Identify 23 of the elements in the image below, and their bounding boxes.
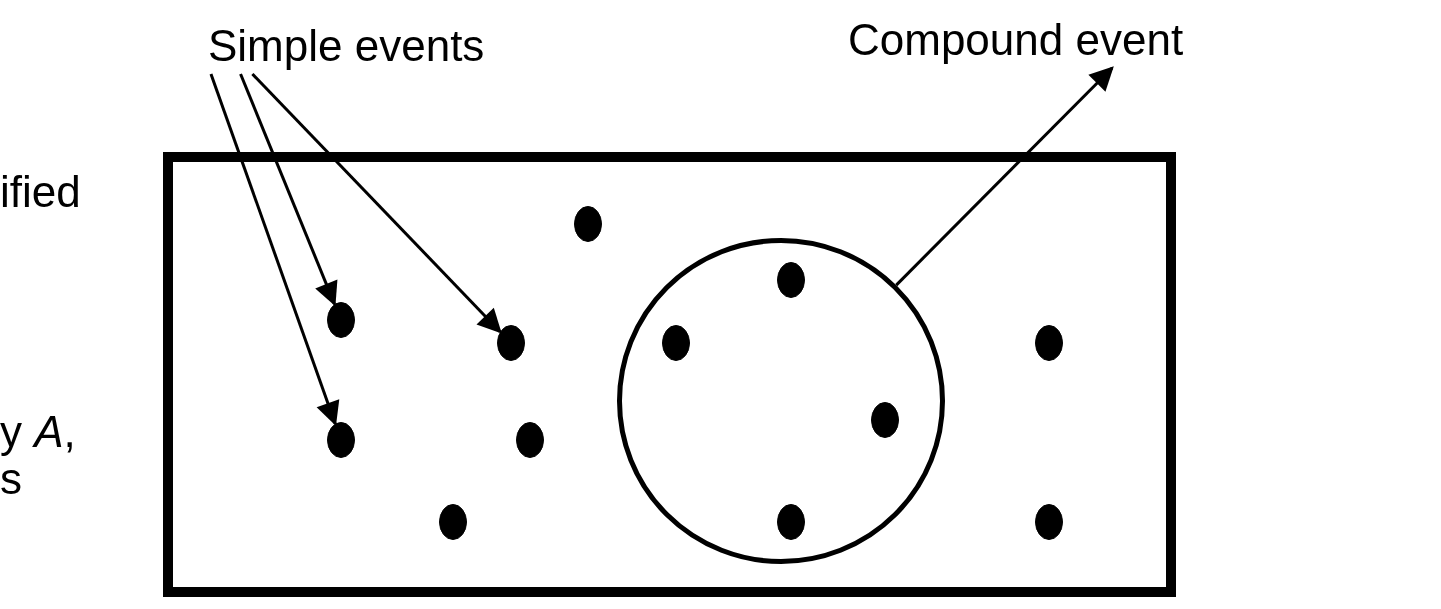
outcome-dot — [662, 325, 690, 361]
arrow — [895, 66, 1114, 287]
sample-space-rectangle — [163, 152, 1176, 597]
callout-text: Simple events — [208, 22, 504, 74]
cut-off-text: ified — [0, 168, 81, 216]
outcome-dot — [327, 302, 355, 338]
outcome-dot — [1035, 504, 1063, 540]
outcome-dot — [327, 422, 355, 458]
outcome-dot — [516, 422, 544, 458]
outcome-dot — [871, 402, 899, 438]
arrow — [209, 73, 340, 426]
cut-off-text: y A, — [0, 408, 76, 456]
event-circle — [617, 238, 945, 564]
outcome-dot — [439, 504, 467, 540]
outcome-dot — [574, 206, 602, 242]
outcome-dot — [777, 504, 805, 540]
callout-text: Compound event — [848, 16, 1428, 68]
outcome-dot — [777, 262, 805, 298]
arrow — [251, 72, 502, 334]
outcome-dot — [497, 325, 525, 361]
cut-off-text: s — [0, 455, 22, 503]
outcome-dot — [1035, 325, 1063, 361]
arrow — [239, 73, 338, 307]
